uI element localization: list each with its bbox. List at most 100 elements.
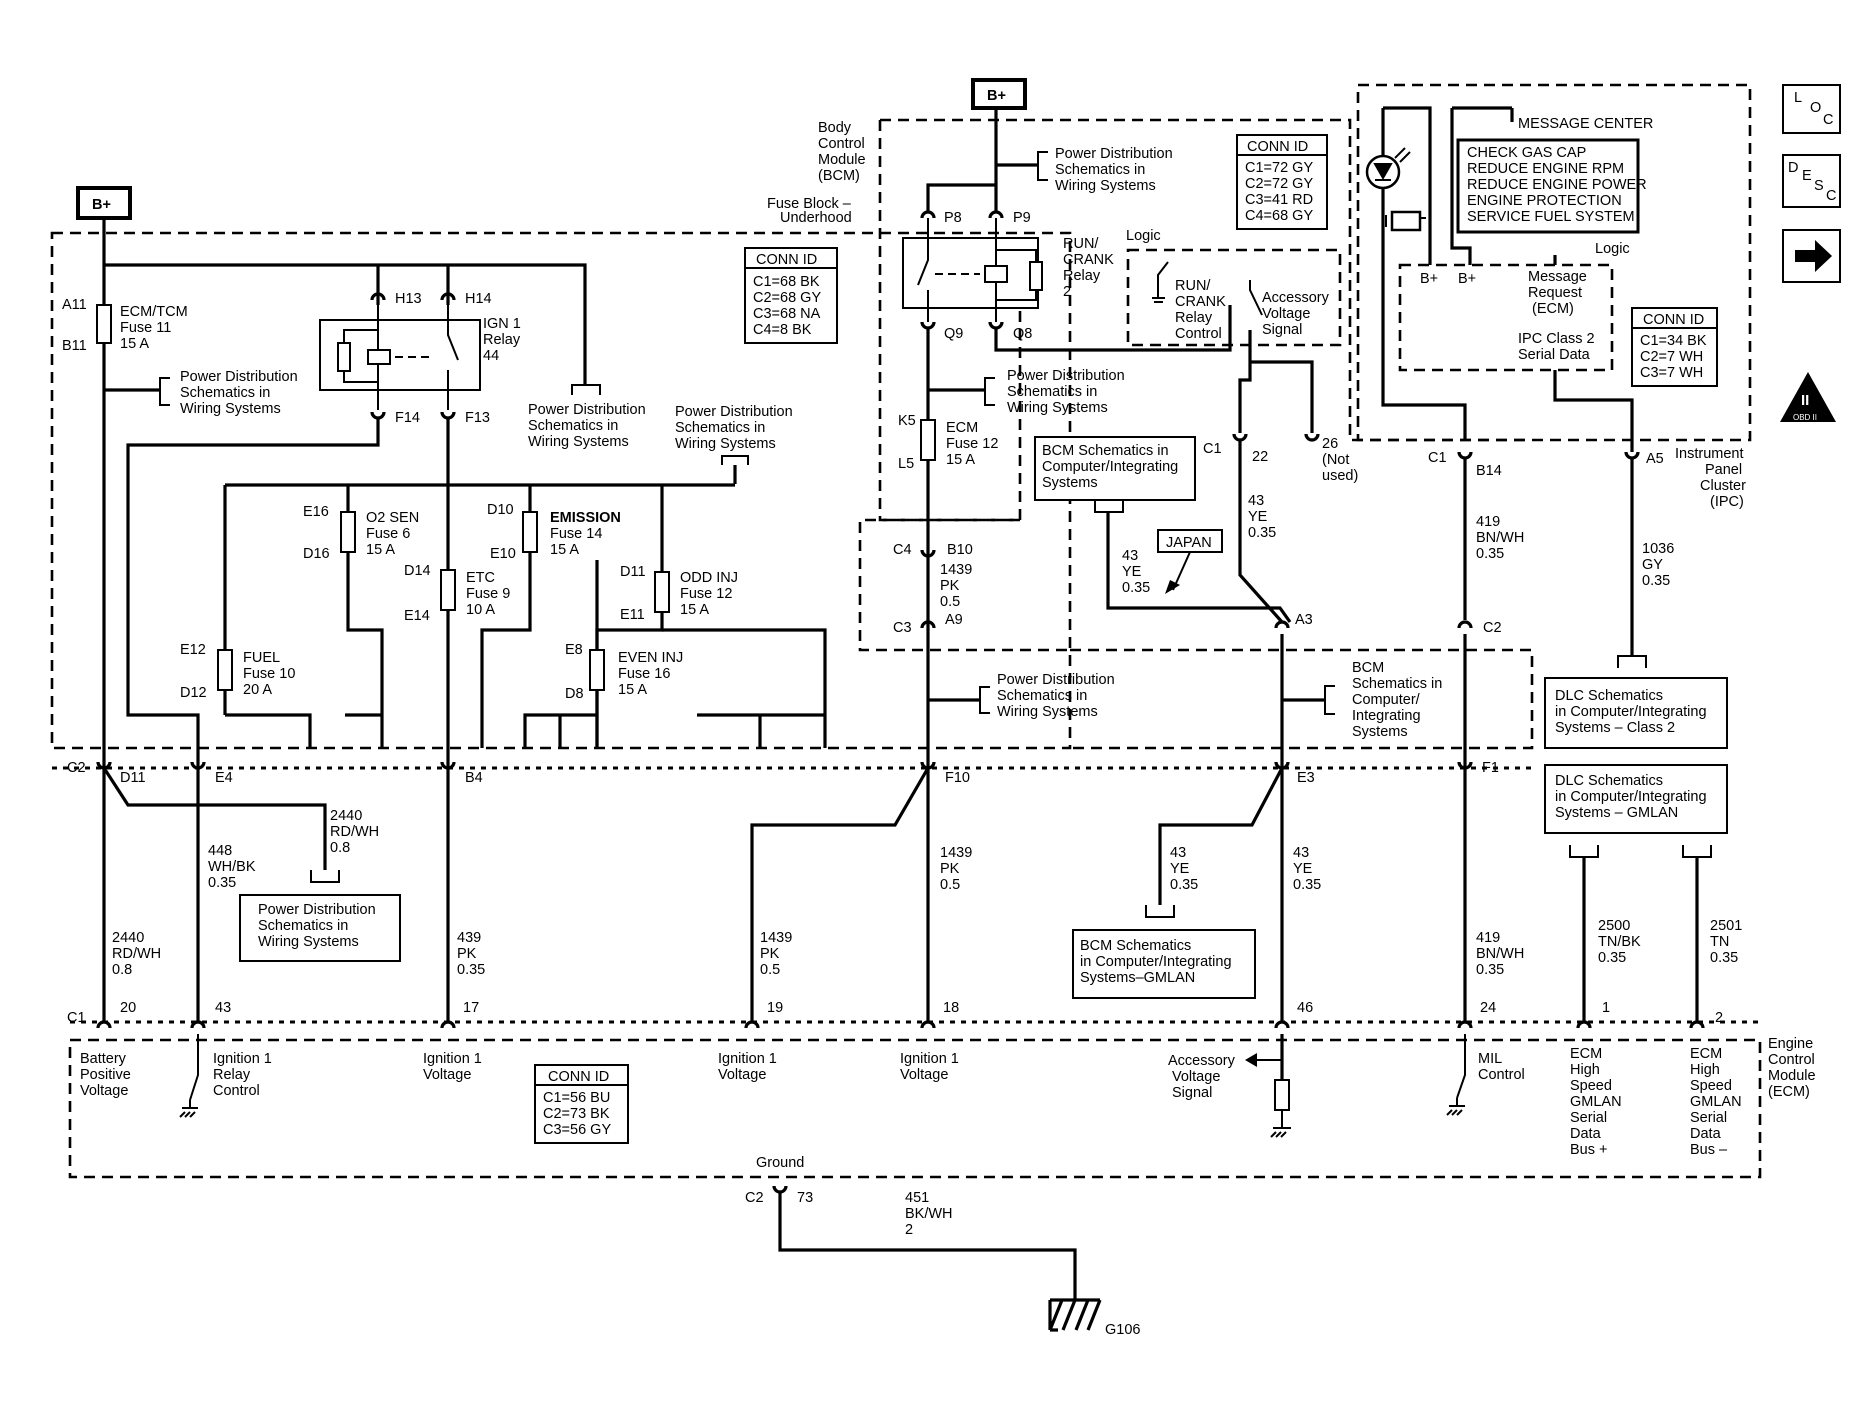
bcm-ref-box: BCM Schematics in Computer/Integrating S… [1034, 436, 1196, 501]
svg-text:Fuse 14: Fuse 14 [550, 526, 602, 542]
svg-text:C4=8 BK: C4=8 BK [753, 322, 812, 338]
svg-text:22: 22 [1252, 449, 1268, 465]
svg-text:F13: F13 [465, 410, 490, 426]
svg-text:43: 43 [1122, 548, 1138, 564]
svg-text:RD/WH: RD/WH [112, 946, 161, 962]
svg-text:Relay: Relay [483, 332, 521, 348]
svg-text:Control: Control [1175, 326, 1222, 342]
svg-text:0.35: 0.35 [1476, 962, 1504, 978]
svg-text:A9: A9 [945, 612, 963, 628]
svg-text:Logic: Logic [1126, 228, 1161, 244]
svg-text:1: 1 [1602, 1000, 1610, 1016]
svg-text:BCM Schematics in: BCM Schematics in [1042, 443, 1169, 459]
pds-box-lower: Power Distribution Schematics in Wiring … [239, 894, 401, 962]
ground-symbol-mil [1446, 1034, 1466, 1116]
svg-text:2440: 2440 [112, 930, 144, 946]
desc-button[interactable]: D E S C [1782, 154, 1841, 208]
svg-text:Q9: Q9 [944, 326, 963, 342]
right-arrow-icon [1795, 240, 1832, 272]
svg-text:C3=41 RD: C3=41 RD [1245, 192, 1313, 208]
svg-text:BCM Schematics: BCM Schematics [1080, 938, 1191, 954]
svg-text:D14: D14 [404, 563, 431, 579]
wire-japan [1106, 512, 1292, 623]
ecm-conn-id: CONN ID C1=56 BU C2=73 BK C3=56 GY [534, 1064, 629, 1144]
fuse-ecm-bcm [920, 419, 936, 461]
svg-text:Wiring Systems: Wiring Systems [675, 436, 776, 452]
svg-text:Fuse 11: Fuse 11 [120, 320, 171, 336]
svg-text:P9: P9 [1013, 210, 1031, 226]
svg-text:Voltage: Voltage [1262, 306, 1310, 322]
svg-text:Schematics in: Schematics in [1007, 384, 1097, 400]
svg-text:Fuse 10: Fuse 10 [243, 666, 295, 682]
svg-text:YE: YE [1122, 564, 1142, 580]
svg-text:Power Distribution: Power Distribution [1007, 368, 1125, 384]
svg-text:DLC Schematics: DLC Schematics [1555, 688, 1663, 704]
svg-text:C2: C2 [1483, 620, 1502, 636]
svg-text:Engine: Engine [1768, 1036, 1813, 1052]
svg-text:DLC Schematics: DLC Schematics [1555, 773, 1663, 789]
svg-text:Relay: Relay [1063, 268, 1101, 284]
svg-text:BN/WH: BN/WH [1476, 946, 1524, 962]
loc-letter-o: O [1810, 100, 1821, 116]
wire-bcm-bplus [926, 108, 998, 212]
svg-text:C2=73 BK: C2=73 BK [543, 1106, 610, 1122]
svg-text:YE: YE [1170, 861, 1190, 877]
svg-text:Control: Control [213, 1083, 260, 1099]
svg-text:Module: Module [818, 152, 866, 168]
svg-text:2500: 2500 [1598, 918, 1630, 934]
svg-text:Power Distribution: Power Distribution [1055, 146, 1173, 162]
arrow-left-icon [1245, 1053, 1257, 1067]
svg-text:1439: 1439 [760, 930, 792, 946]
svg-text:C1=68 BK: C1=68 BK [753, 274, 820, 290]
wire-relay-feed [376, 265, 450, 305]
desc-letter-c: C [1826, 188, 1836, 204]
svg-text:(BCM): (BCM) [818, 168, 860, 184]
bcm-conn-id: CONN ID C1=72 GY C2=72 GY C3=41 RD C4=68… [1236, 134, 1328, 230]
svg-text:GY: GY [1642, 557, 1663, 573]
fuse-block-title-1: Fuse Block – [767, 196, 852, 212]
svg-text:2: 2 [1063, 284, 1071, 300]
svg-text:Schematics in: Schematics in [675, 420, 765, 436]
svg-text:20: 20 [120, 1000, 136, 1016]
svg-text:Q8: Q8 [1013, 326, 1032, 342]
svg-text:Wiring Systems: Wiring Systems [1055, 178, 1156, 194]
svg-text:10 A: 10 A [466, 602, 495, 618]
svg-text:Instrument: Instrument [1675, 446, 1744, 462]
svg-text:24: 24 [1480, 1000, 1496, 1016]
svg-text:0.35: 0.35 [1710, 950, 1738, 966]
svg-text:Module: Module [1768, 1068, 1816, 1084]
hs-minus-label: ECM High Speed GMLAN Serial Data Bus – [1690, 1046, 1742, 1158]
resistor [1274, 1079, 1290, 1111]
svg-text:C2: C2 [745, 1190, 764, 1206]
svg-text:Voltage: Voltage [423, 1067, 471, 1083]
wire-bus-top [104, 263, 587, 385]
svg-text:15 A: 15 A [366, 542, 395, 558]
svg-text:A5: A5 [1646, 451, 1664, 467]
arrow-icon [1165, 580, 1180, 594]
svg-text:26: 26 [1322, 436, 1338, 452]
fuse-etc [440, 569, 456, 611]
svg-text:Serial: Serial [1690, 1110, 1727, 1126]
svg-text:C1=72 GY: C1=72 GY [1245, 160, 1313, 176]
svg-text:Fuse 12: Fuse 12 [946, 436, 998, 452]
fuse-even-inj [589, 649, 605, 691]
svg-text:Wiring Systems: Wiring Systems [180, 401, 281, 417]
svg-text:Fuse 6: Fuse 6 [366, 526, 410, 542]
fuse-fuel [217, 649, 233, 691]
svg-text:CRANK: CRANK [1063, 252, 1114, 268]
bcm-border-bottom [858, 518, 1070, 652]
loc-button[interactable]: L O C [1782, 84, 1841, 134]
svg-text:73: 73 [797, 1190, 813, 1206]
wire-2440-branch [102, 767, 327, 870]
svg-text:0.35: 0.35 [1598, 950, 1626, 966]
svg-text:Power Distribution: Power Distribution [180, 369, 298, 385]
svg-text:CHECK GAS CAP: CHECK GAS CAP [1467, 145, 1586, 161]
svg-text:15 A: 15 A [946, 452, 975, 468]
svg-text:0.5: 0.5 [940, 877, 960, 893]
next-arrow-button[interactable] [1782, 229, 1841, 283]
svg-text:Speed: Speed [1570, 1078, 1612, 1094]
fuse-odd-inj [654, 571, 670, 613]
svg-text:Control: Control [818, 136, 865, 152]
svg-text:1439: 1439 [940, 845, 972, 861]
svg-text:43: 43 [1170, 845, 1186, 861]
